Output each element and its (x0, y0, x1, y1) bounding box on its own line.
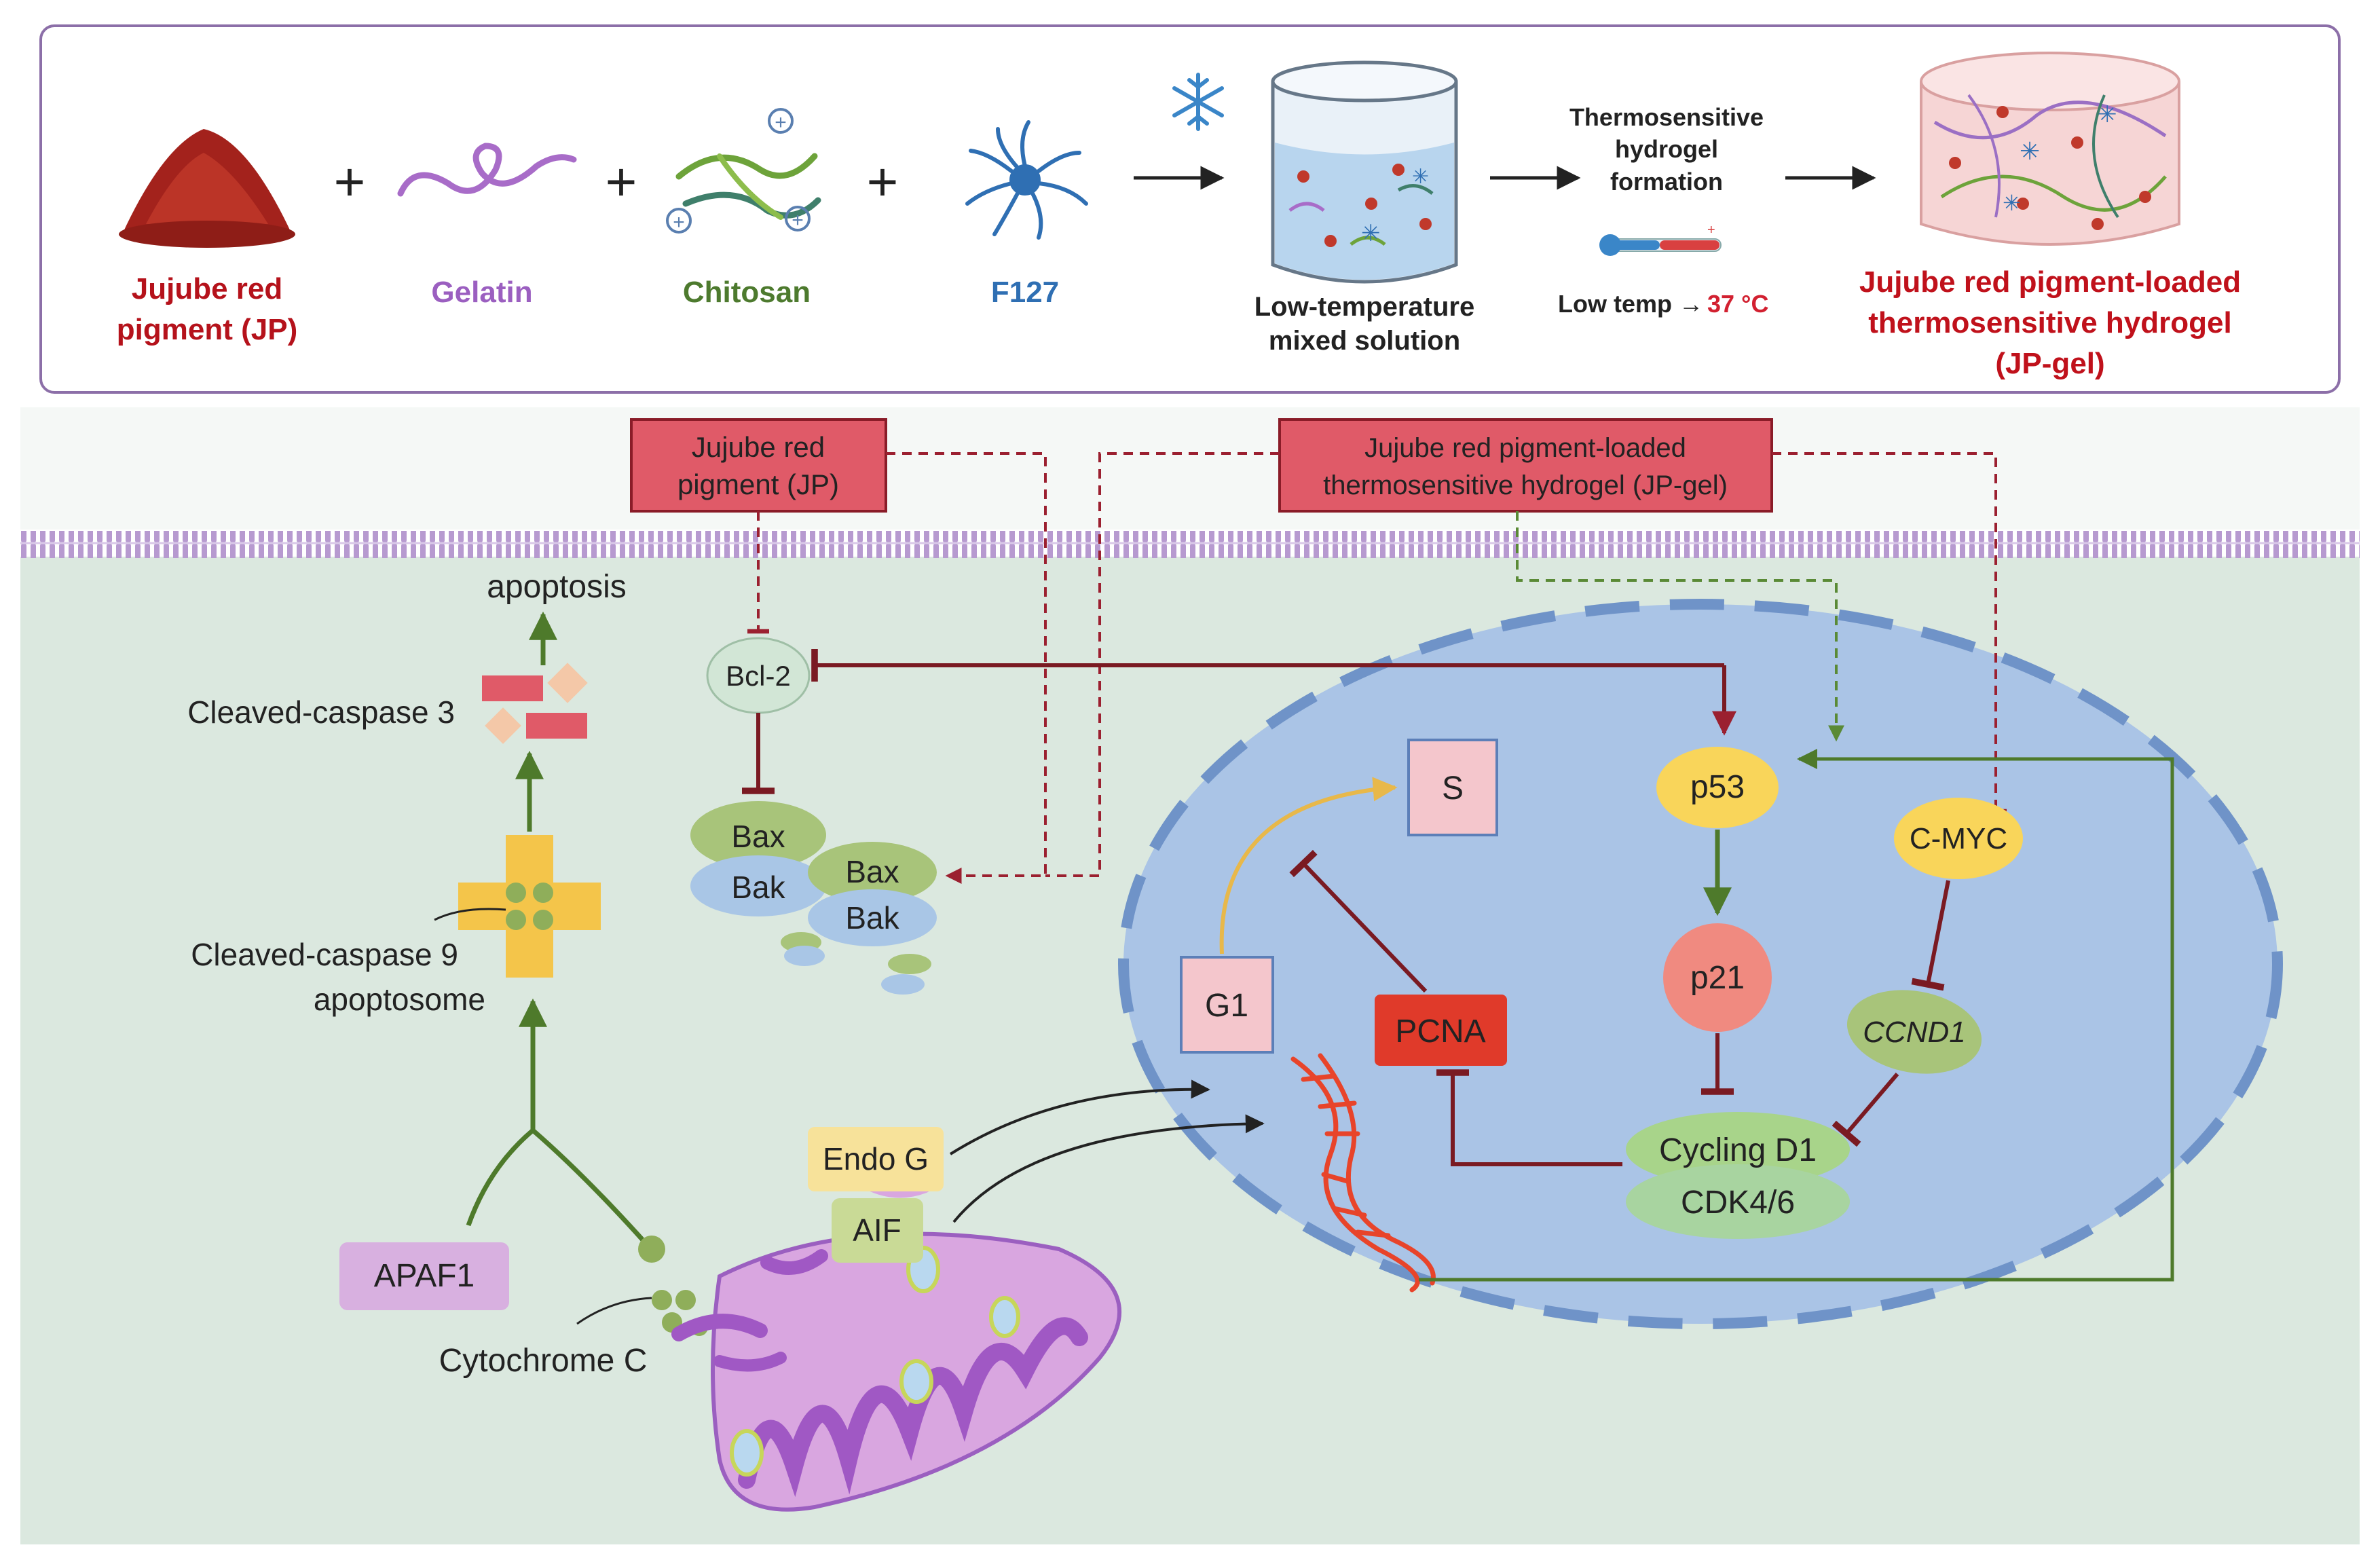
apoptosis-label: apoptosis (487, 569, 626, 605)
s-phase-label: S (1442, 771, 1464, 806)
pcna-box (1375, 995, 1507, 1066)
formation-label-line1: Thermosensitive (1569, 103, 1764, 131)
plus-sign: + (334, 151, 366, 212)
pcna-inhibits-g1s (1289, 849, 1428, 993)
bak-label-2: Bak (845, 900, 899, 935)
bax-label-2: Bax (845, 854, 899, 889)
endo-g-label: Endo G (823, 1141, 929, 1176)
svg-text:✳: ✳ (2098, 102, 2117, 128)
cyclin-d1-label: Cycling D1 (1659, 1132, 1817, 1168)
svg-text:✳: ✳ (2003, 191, 2021, 215)
snowflake-icon (1172, 73, 1224, 131)
svg-text:✳: ✳ (2020, 137, 2040, 165)
jp-treatment-box (630, 418, 887, 513)
jp-label-line1: Jujube red (132, 272, 283, 305)
cleaved-caspase-3-label: Cleaved-caspase 3 (187, 694, 455, 730)
cell-membrane (20, 531, 2360, 558)
dna-to-p53-feedback (1419, 749, 2174, 1282)
jujube-pigment-powder-icon (119, 129, 295, 248)
jp-gel-treatment-box (1278, 418, 1773, 513)
cytochrome-c-label: Cytochrome C (439, 1343, 648, 1379)
aif-label: AIF (853, 1212, 901, 1248)
p53-node (1656, 747, 1779, 828)
plus-sign: + (606, 151, 637, 212)
top-panel-frame (39, 24, 2341, 394)
svg-text:+: + (1707, 223, 1715, 238)
g1-phase-label: G1 (1205, 988, 1248, 1024)
f127-micelle-icon (965, 120, 1088, 240)
formation-label-line3: formation (1610, 168, 1723, 196)
jp-gel-box-line2: thermosensitive hydrogel (JP-gel) (1323, 470, 1728, 500)
beaker-icon: ✳ ✳ (1271, 60, 1458, 284)
bax-bak-oligomer-icon (781, 932, 931, 995)
p53-label: p53 (1690, 769, 1745, 805)
c-myc-label: C-MYC (1910, 822, 2007, 855)
cytochrome-merge-line (531, 1128, 647, 1244)
gelatin-icon (397, 143, 577, 197)
temp-high-label: 37 °C (1707, 290, 1768, 318)
ccnd1-node (1846, 990, 1982, 1074)
apoptosome-label: apoptosome (314, 982, 485, 1017)
bax-label: Bax (731, 819, 785, 854)
f127-label: F127 (991, 276, 1059, 309)
hydrogel-label-line1: Jujube red pigment-loaded (1859, 265, 2241, 299)
svg-text:+: + (792, 209, 804, 231)
temp-low-label: Low temp → (1558, 290, 1703, 318)
aif-arrow (952, 1114, 1265, 1223)
svg-text:✳: ✳ (1412, 166, 1429, 188)
c-myc-node (1894, 798, 2023, 879)
mitochondrion-icon (711, 1231, 1122, 1512)
p21-node (1663, 923, 1772, 1032)
chitosan-label: Chitosan (683, 276, 811, 309)
jp-label-line2: pigment (JP) (117, 313, 297, 346)
g1-phase-box (1180, 956, 1274, 1054)
chitosan-icon: + + + (666, 108, 821, 234)
jp-box-line2: pigment (JP) (677, 468, 839, 500)
mixed-label-line2: mixed solution (1269, 326, 1460, 356)
caspase-9-pointer (434, 908, 506, 921)
apoptosome-icon (458, 835, 601, 978)
ccnd1-inhibits-cyclin (1832, 1073, 1899, 1147)
bak-label: Bak (731, 870, 785, 905)
gelatin-label: Gelatin (431, 276, 532, 309)
g1-to-s-arrow (1219, 777, 1398, 954)
s-phase-box (1407, 739, 1498, 836)
extracellular-band (20, 407, 2360, 530)
jp-box-line1: Jujube red (692, 431, 825, 463)
aif-box (832, 1198, 923, 1263)
endo-g-box (808, 1127, 944, 1191)
hydrogel-label-line2: thermosensitive hydrogel (1868, 306, 2231, 339)
cmyc-inhibits-ccnd1 (1911, 880, 1950, 991)
apaf1-box (339, 1242, 509, 1310)
svg-text:+: + (775, 111, 787, 134)
jp-gel-box-line1: Jujube red pigment-loaded (1364, 433, 1686, 463)
cyclin-inhibits-pcna (1436, 1069, 1622, 1166)
formation-label-line2: hydrogel (1615, 135, 1718, 163)
plus-sign: + (867, 151, 899, 212)
endo-g-arrow (949, 1079, 1210, 1155)
hydrogel-icon: ✳ ✳ ✳ (1920, 52, 2180, 246)
hydrogel-label-line3: (JP-gel) (1995, 347, 2104, 380)
ccnd1-label: CCND1 (1863, 1016, 1966, 1049)
bcl2-label: Bcl-2 (726, 660, 791, 692)
svg-text:+: + (673, 211, 685, 234)
pcna-label: PCNA (1395, 1014, 1485, 1050)
apaf1-merge-arrow (466, 998, 547, 1227)
thermometer-icon: + (1599, 223, 1722, 256)
dna-helix-icon (1290, 1053, 1436, 1293)
cdk46-label: CDK4/6 (1681, 1185, 1795, 1221)
cleaved-caspase-9-label: Cleaved-caspase 9 (191, 937, 458, 972)
svg-text:✳: ✳ (1361, 221, 1381, 246)
apaf1-label: APAF1 (374, 1258, 475, 1294)
mixed-label-line1: Low-temperature (1254, 292, 1475, 322)
p21-label: p21 (1690, 960, 1745, 996)
